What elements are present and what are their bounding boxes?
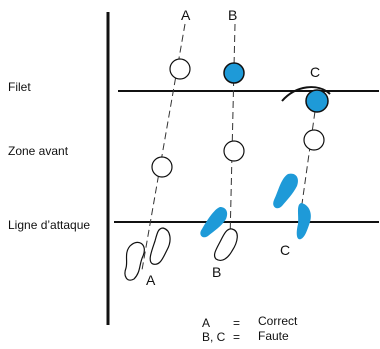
legend-row1-key: A [202,316,210,330]
footprint-b-blue [200,207,228,238]
ball-a-above-net [169,58,191,80]
label-zone-avant: Zone avant [8,144,69,158]
ball-c-front-zone [303,129,325,151]
net-touch-arc [281,86,331,102]
footprint-c-upper-blue [273,173,298,209]
trajectory-b-top-label: B [228,7,237,23]
ball-b-front-zone [223,140,245,162]
ball-b-above-net [223,62,245,84]
label-filet: Filet [8,80,31,94]
footprint-b-outline [213,228,238,262]
legend-row2-key: B, C [202,330,226,344]
footprint-a-right [149,227,171,265]
legend-row1-equals: = [233,316,240,330]
legend: A = Correct B, C = Faute [202,314,298,344]
trajectory-b-line [229,23,236,241]
ball-c-at-net [305,89,329,113]
trajectory-a-top-label: A [181,7,191,23]
trajectory-b-bottom-label: B [212,264,221,280]
trajectory-c-bottom-label: C [280,242,290,258]
trajectory-c-top-label: C [310,64,320,80]
ball-a-front-zone [151,156,173,178]
label-ligne-attaque: Ligne d’attaque [8,218,90,232]
legend-row1-value: Correct [258,314,298,328]
trajectory-a-bottom-label: A [146,272,156,288]
trajectory-a-line [141,23,186,271]
footprint-a-left [124,241,145,281]
legend-row2-value: Faute [258,329,289,343]
legend-row2-equals: = [233,330,240,344]
footprint-c-lower-blue [296,203,311,240]
